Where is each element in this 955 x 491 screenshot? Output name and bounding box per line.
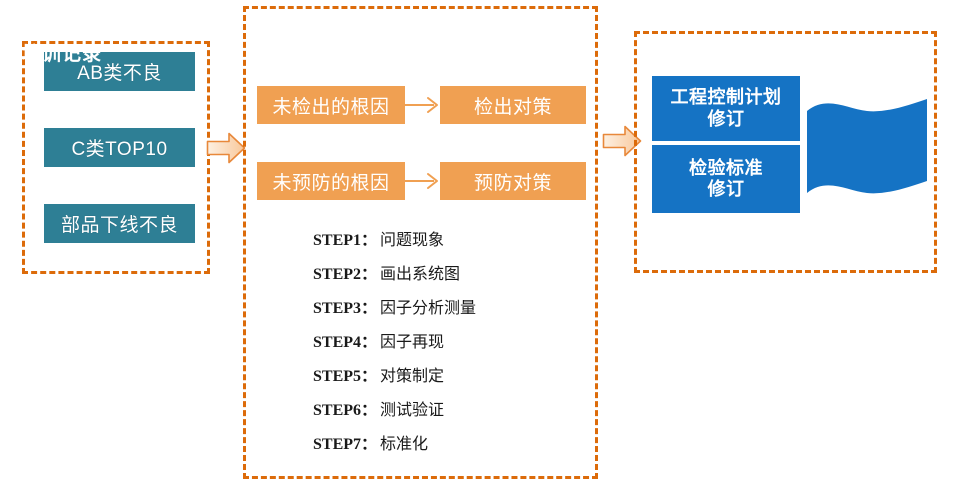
step-value: 因子分析测量: [380, 300, 477, 317]
list-item: STEP2： 画出系统图: [313, 260, 583, 294]
connector-arrow-middle-to-right: [602, 125, 642, 157]
step-key: STEP5：: [313, 368, 378, 385]
step-value: 测试验证: [380, 402, 445, 419]
list-item: STEP6： 测试验证: [313, 396, 583, 430]
step-value: 对策制定: [380, 368, 445, 385]
training-record-banner[interactable]: [805, 97, 929, 201]
list-item: STEP5： 对策制定: [313, 362, 583, 396]
step-value: 画出系统图: [380, 266, 461, 283]
source-box-ab-defect[interactable]: AB类不良: [44, 52, 195, 91]
cause-box-unprevented-root-cause[interactable]: 未预防的根因: [257, 162, 405, 200]
step-key: STEP1：: [313, 232, 378, 249]
step-value: 问题现象: [380, 232, 445, 249]
source-box-part-offline-defect[interactable]: 部品下线不良: [44, 204, 195, 243]
list-item: STEP1： 问题现象: [313, 226, 583, 260]
list-item: STEP7： 标准化: [313, 430, 583, 464]
source-box-c-top10[interactable]: C类TOP10: [44, 128, 195, 167]
step-key: STEP6：: [313, 402, 378, 419]
step-key: STEP4：: [313, 334, 378, 351]
action-box-prevention-countermeasure[interactable]: 预防对策: [440, 162, 586, 200]
flow-arrow-prevention: [405, 173, 438, 189]
analysis-process-group: [243, 6, 598, 479]
flow-arrow-detection: [405, 97, 438, 113]
problem-sources-group: [22, 41, 210, 274]
step-key: STEP3：: [313, 300, 378, 317]
step-key: STEP7：: [313, 436, 378, 453]
list-item: STEP3： 因子分析测量: [313, 294, 583, 328]
output-box-engineering-control-plan-revision[interactable]: 工程控制计划 修订: [652, 76, 800, 141]
step-key: STEP2：: [313, 266, 378, 283]
list-item: STEP4： 因子再现: [313, 328, 583, 362]
step-value: 因子再现: [380, 334, 445, 351]
connector-arrow-left-to-middle: [206, 132, 246, 164]
standardization-outputs-group: [634, 31, 937, 273]
step-value: 标准化: [380, 436, 429, 453]
cause-box-undetected-root-cause[interactable]: 未检出的根因: [257, 86, 405, 124]
step-list: STEP1： 问题现象 STEP2： 画出系统图 STEP3： 因子分析测量 S…: [313, 226, 583, 464]
action-box-detection-countermeasure[interactable]: 检出对策: [440, 86, 586, 124]
output-box-inspection-standard-revision[interactable]: 检验标准 修订: [652, 145, 800, 213]
